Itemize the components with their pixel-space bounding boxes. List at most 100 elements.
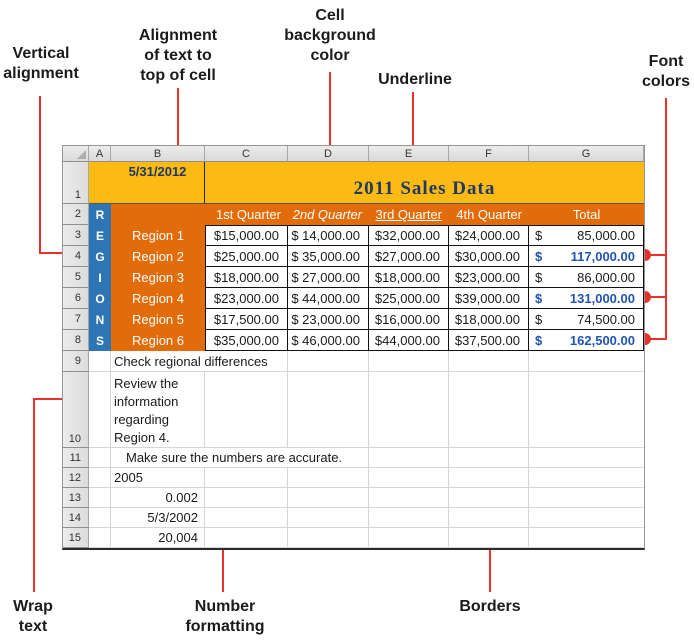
cell-empty[interactable] <box>529 468 644 488</box>
row-header-6[interactable]: 6 <box>63 288 89 309</box>
cell-region-name[interactable]: Region 5 <box>111 309 205 330</box>
row-header-11[interactable]: 11 <box>63 448 89 468</box>
cell-q1-value[interactable]: $15,000.00 <box>205 225 288 246</box>
cell-empty[interactable] <box>288 528 369 548</box>
cell-wrapped-note[interactable]: Review the information regarding Region … <box>111 372 205 448</box>
row-header-5[interactable]: 5 <box>63 267 89 288</box>
cell-empty[interactable] <box>369 528 449 548</box>
cell-total-value[interactable]: $85,000.00 <box>529 225 644 246</box>
cell-regions-letter[interactable]: S <box>89 330 111 351</box>
cell-region-name[interactable]: Region 6 <box>111 330 205 351</box>
cell-empty[interactable] <box>449 488 529 508</box>
cell-empty[interactable] <box>205 508 288 528</box>
cell-q4-value[interactable]: $24,000.00 <box>449 225 529 246</box>
cell-empty[interactable] <box>288 372 369 448</box>
row-header-2[interactable]: 2 <box>63 204 89 225</box>
cell-q3-value[interactable]: $44,000.00 <box>369 330 449 351</box>
cell-q2-value[interactable]: $ 23,000.00 <box>288 309 369 330</box>
row-header-1[interactable]: 1 <box>63 162 89 204</box>
cell-q1-value[interactable]: $23,000.00 <box>205 288 288 309</box>
cell-q3-value[interactable]: $25,000.00 <box>369 288 449 309</box>
cell-empty[interactable] <box>529 528 644 548</box>
row-header-4[interactable]: 4 <box>63 246 89 267</box>
cell-empty[interactable] <box>529 448 644 468</box>
row-header-14[interactable]: 14 <box>63 508 89 528</box>
cell-empty[interactable] <box>111 204 205 225</box>
cell-total-value-blue[interactable]: $131,000.00 <box>529 288 644 309</box>
cell-empty[interactable] <box>89 508 111 528</box>
cell-empty[interactable] <box>529 351 644 372</box>
row-header-15[interactable]: 15 <box>63 528 89 548</box>
cell-total-value[interactable]: $74,500.00 <box>529 309 644 330</box>
cell-total-value-blue[interactable]: $117,000.00 <box>529 246 644 267</box>
cell-q2-header[interactable]: 2nd Quarter <box>288 204 369 225</box>
cell-empty[interactable] <box>205 488 288 508</box>
cell-empty[interactable] <box>369 508 449 528</box>
row-header-12[interactable]: 12 <box>63 468 89 488</box>
cell-empty[interactable] <box>449 508 529 528</box>
cell-q4-value[interactable]: $39,000.00 <box>449 288 529 309</box>
column-header-a[interactable]: A <box>89 146 111 162</box>
cell-empty[interactable] <box>529 508 644 528</box>
cell-empty[interactable] <box>449 448 529 468</box>
cell-q4-value[interactable]: $18,000.00 <box>449 309 529 330</box>
column-header-d[interactable]: D <box>288 146 369 162</box>
cell-q1-value[interactable]: $18,000.00 <box>205 267 288 288</box>
row-header-7[interactable]: 7 <box>63 309 89 330</box>
row-header-3[interactable]: 3 <box>63 225 89 246</box>
column-header-b[interactable]: B <box>111 146 205 162</box>
cell-q4-header[interactable]: 4th Quarter <box>449 204 529 225</box>
cell-q2-value[interactable]: $ 35,000.00 <box>288 246 369 267</box>
cell-empty[interactable] <box>205 372 288 448</box>
cell-empty[interactable] <box>288 351 369 372</box>
cell-empty[interactable] <box>205 468 288 488</box>
cell-empty[interactable] <box>288 468 369 488</box>
cell-empty[interactable] <box>89 448 111 468</box>
cell-q4-value[interactable]: $30,000.00 <box>449 246 529 267</box>
cell-title[interactable]: 2011 Sales Data <box>205 162 644 204</box>
cell-note[interactable]: Make sure the numbers are accurate. <box>111 448 369 468</box>
cell-region-name[interactable]: Region 1 <box>111 225 205 246</box>
cell-empty[interactable] <box>449 372 529 448</box>
cell-empty[interactable] <box>288 508 369 528</box>
cell-empty[interactable] <box>89 488 111 508</box>
cell-region-name[interactable]: Region 2 <box>111 246 205 267</box>
cell-empty[interactable] <box>89 351 111 372</box>
cell-empty[interactable] <box>288 488 369 508</box>
cell-regions-letter[interactable]: R <box>89 204 111 225</box>
cell-empty[interactable] <box>449 528 529 548</box>
column-header-g[interactable]: G <box>529 146 644 162</box>
cell-total-value-blue[interactable]: $162,500.00 <box>529 330 644 351</box>
cell-empty[interactable] <box>89 372 111 448</box>
column-header-f[interactable]: F <box>449 146 529 162</box>
cell-q2-value[interactable]: $ 44,000.00 <box>288 288 369 309</box>
cell-empty[interactable] <box>89 528 111 548</box>
cell-regions-letter[interactable]: I <box>89 267 111 288</box>
cell-q3-value[interactable]: $32,000.00 <box>369 225 449 246</box>
cell-empty[interactable] <box>529 488 644 508</box>
cell-empty[interactable] <box>369 372 449 448</box>
cell-date[interactable]: 5/31/2012 <box>89 162 205 204</box>
cell-empty[interactable] <box>369 448 449 468</box>
cell-regions-letter[interactable]: E <box>89 225 111 246</box>
cell-number-value[interactable]: 5/3/2002 <box>111 508 205 528</box>
cell-q1-value[interactable]: $17,500.00 <box>205 309 288 330</box>
cell-q4-value[interactable]: $37,500.00 <box>449 330 529 351</box>
cell-regions-letter[interactable]: N <box>89 309 111 330</box>
cell-number-value[interactable]: 20,004 <box>111 528 205 548</box>
cell-empty[interactable] <box>529 372 644 448</box>
cell-region-name[interactable]: Region 4 <box>111 288 205 309</box>
cell-empty[interactable] <box>449 351 529 372</box>
cell-q3-header[interactable]: 3rd Quarter <box>369 204 449 225</box>
cell-note[interactable]: Check regional differences <box>111 351 288 372</box>
select-all-corner[interactable] <box>63 146 89 162</box>
cell-regions-letter[interactable]: G <box>89 246 111 267</box>
cell-q2-value[interactable]: $ 27,000.00 <box>288 267 369 288</box>
cell-q3-value[interactable]: $27,000.00 <box>369 246 449 267</box>
cell-number-value[interactable]: 0.002 <box>111 488 205 508</box>
cell-total-value[interactable]: $86,000.00 <box>529 267 644 288</box>
cell-empty[interactable] <box>89 468 111 488</box>
row-header-10[interactable]: 10 <box>63 372 89 448</box>
cell-region-name[interactable]: Region 3 <box>111 267 205 288</box>
cell-q1-header[interactable]: 1st Quarter <box>205 204 288 225</box>
